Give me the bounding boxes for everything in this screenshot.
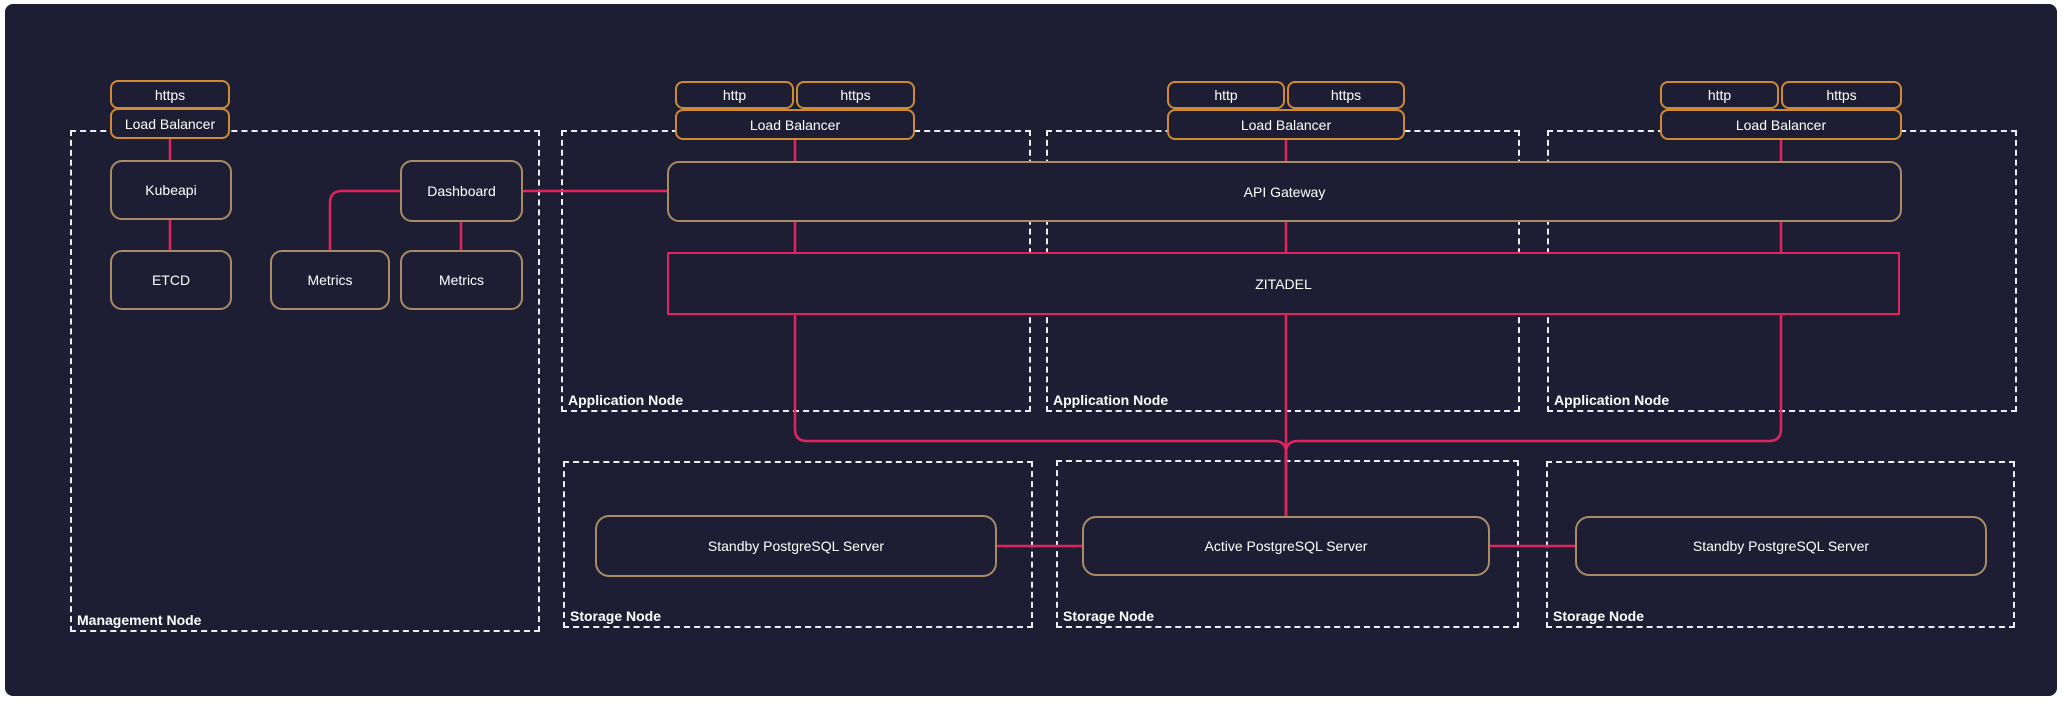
node-active-postgresql: Active PostgreSQL Server	[1082, 516, 1490, 576]
node-metrics-left: Metrics	[270, 250, 390, 310]
node-app3-protocol-http: http	[1660, 81, 1779, 109]
node-standby-postgresql-1: Standby PostgreSQL Server	[595, 515, 997, 577]
group-storage-node-3: Storage Node	[1546, 461, 2015, 628]
node-etcd: ETCD	[110, 250, 232, 310]
node-mgmt-protocol-https: https	[110, 80, 230, 109]
node-app3-protocol-https: https	[1781, 81, 1902, 109]
node-app1-load-balancer: Load Balancer	[675, 109, 915, 140]
group-label-storage-node-3: Storage Node	[1553, 608, 1645, 624]
group-label-storage-node-2: Storage Node	[1063, 608, 1155, 624]
group-storage-node-2: Storage Node	[1056, 460, 1519, 628]
group-management-node: Management Node	[70, 130, 540, 632]
group-label-application-node-2: Application Node	[1053, 392, 1169, 408]
edge-zitadel1-to-active-db	[793, 315, 1288, 516]
node-app2-load-balancer: Load Balancer	[1167, 109, 1405, 140]
edge-dashboard-to-metrics-left	[328, 189, 400, 250]
node-app1-protocol-http: http	[675, 81, 794, 109]
node-mgmt-load-balancer: Load Balancer	[110, 108, 230, 139]
group-label-application-node-1: Application Node	[568, 392, 684, 408]
node-dashboard: Dashboard	[400, 160, 523, 222]
group-label-storage-node-1: Storage Node	[570, 608, 662, 624]
node-api-gateway: API Gateway	[667, 161, 1902, 222]
node-standby-postgresql-2: Standby PostgreSQL Server	[1575, 516, 1987, 576]
node-kubeapi: Kubeapi	[110, 160, 232, 220]
node-zitadel: ZITADEL	[667, 252, 1900, 315]
group-storage-node-1: Storage Node	[563, 461, 1033, 628]
node-metrics-right: Metrics	[400, 250, 523, 310]
node-app2-protocol-https: https	[1287, 81, 1405, 109]
group-label-management-node: Management Node	[77, 612, 202, 628]
edge-zitadel3-to-active-db	[1284, 315, 1783, 516]
node-app2-protocol-http: http	[1167, 81, 1285, 109]
node-app3-load-balancer: Load Balancer	[1660, 109, 1902, 140]
node-app1-protocol-https: https	[796, 81, 915, 109]
group-label-application-node-3: Application Node	[1554, 392, 1670, 408]
